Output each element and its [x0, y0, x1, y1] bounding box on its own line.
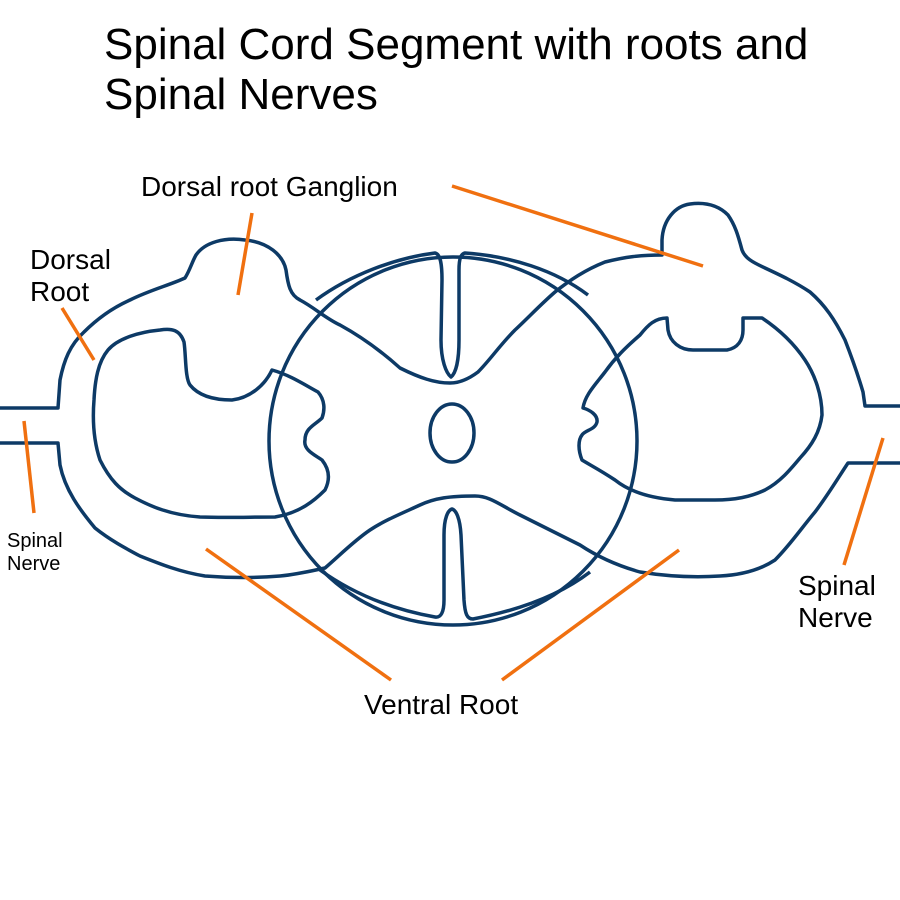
label-spinal-nerve-left: Spinal Nerve	[7, 530, 63, 575]
left-inner-outline	[91, 327, 331, 520]
dorsal-median-sulcus	[314, 251, 590, 379]
leader-ventral-root-left	[204, 547, 393, 682]
left-root-outer-outline	[0, 237, 451, 410]
diagram-title: Spinal Cord Segment with roots and Spina…	[104, 20, 809, 119]
leader-spinal-nerve-left	[22, 420, 36, 514]
leader-ventral-root-right	[500, 548, 681, 682]
spinal-cord-outline	[267, 255, 639, 627]
right-root-outer-outline	[449, 201, 900, 408]
leader-ganglion-left	[236, 212, 254, 296]
label-dorsal-root: Dorsal Root	[30, 244, 111, 307]
central-canal	[428, 402, 476, 464]
left-root-outer-lower	[0, 441, 476, 580]
label-dorsal-root-ganglion: Dorsal root Ganglion	[141, 171, 398, 202]
label-ventral-root: Ventral Root	[364, 689, 519, 720]
leader-spinal-nerve-right	[842, 437, 885, 566]
leader-ganglion-right	[451, 184, 704, 268]
right-root-outer-lower	[474, 461, 900, 579]
leader-dorsal-root	[60, 307, 96, 361]
right-inner-outline	[577, 316, 824, 502]
label-spinal-nerve-right: Spinal Nerve	[798, 570, 876, 633]
ventral-median-fissure	[318, 507, 592, 621]
